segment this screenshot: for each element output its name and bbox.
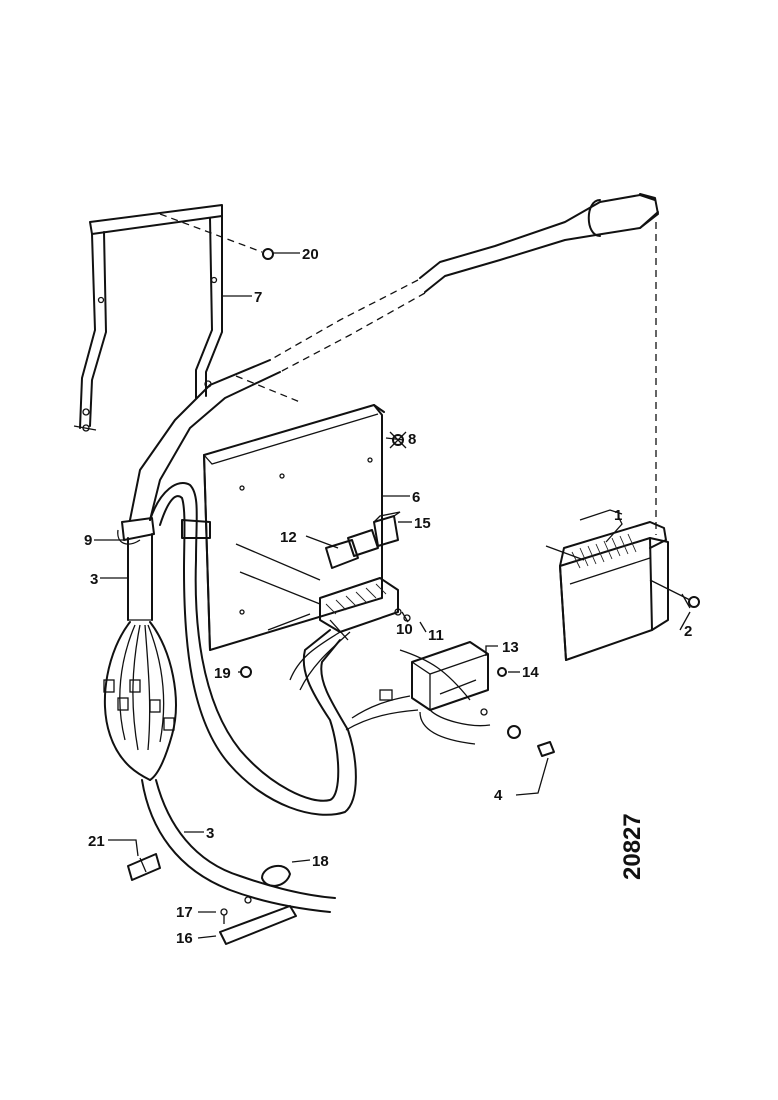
callout-label: 12	[280, 529, 297, 546]
screw-20	[159, 213, 274, 260]
bracket-frame	[73, 204, 223, 432]
callout-label: 11	[428, 627, 444, 644]
relay-15	[373, 511, 401, 547]
diagram-reference-number: 20827	[619, 813, 646, 880]
wire-fan-bundle	[103, 621, 177, 781]
callout-label: 19	[214, 665, 231, 682]
callout-label: 16	[176, 930, 193, 947]
panel-6	[203, 404, 407, 651]
callout-label: 17	[176, 904, 193, 921]
callout-label: 18	[312, 853, 329, 870]
part-21	[127, 853, 161, 881]
callout-label: 14	[522, 664, 539, 681]
callout-label: 1	[614, 507, 622, 524]
main-cable-upper	[129, 193, 659, 521]
callout-label: 8	[408, 431, 416, 448]
lower-harness	[141, 779, 336, 913]
callout-label: 13	[502, 639, 519, 656]
cable-loop	[149, 482, 357, 816]
cable-clamps	[117, 517, 211, 545]
parts-16-17	[219, 896, 297, 945]
callout-label: 15	[414, 515, 431, 532]
module-13	[411, 641, 489, 711]
relay-12	[325, 529, 379, 569]
sleeve-3	[127, 533, 153, 621]
callout-label: 21	[88, 833, 105, 850]
screw-14	[497, 667, 507, 677]
callout-labels: 1 2 3 3 4 6 7 8 9 10 11 12 13 14 15 16 1…	[84, 246, 692, 947]
callout-label: 3	[90, 571, 98, 588]
callout-label: 20	[302, 246, 319, 263]
nut-19	[240, 666, 252, 678]
callout-label: 7	[254, 289, 262, 306]
callout-label: 3	[206, 825, 214, 842]
control-unit-1	[545, 509, 669, 661]
callout-label: 2	[684, 623, 692, 640]
terminal-block	[319, 577, 399, 641]
callout-label: 6	[412, 489, 420, 506]
screw-2	[649, 579, 700, 609]
grommet-18	[261, 864, 291, 887]
callout-leaders	[94, 252, 691, 939]
module-wires	[289, 631, 491, 745]
callout-label: 10	[396, 621, 413, 638]
callout-label: 4	[494, 787, 503, 804]
callout-label: 9	[84, 532, 92, 549]
bolt-4	[507, 725, 555, 757]
